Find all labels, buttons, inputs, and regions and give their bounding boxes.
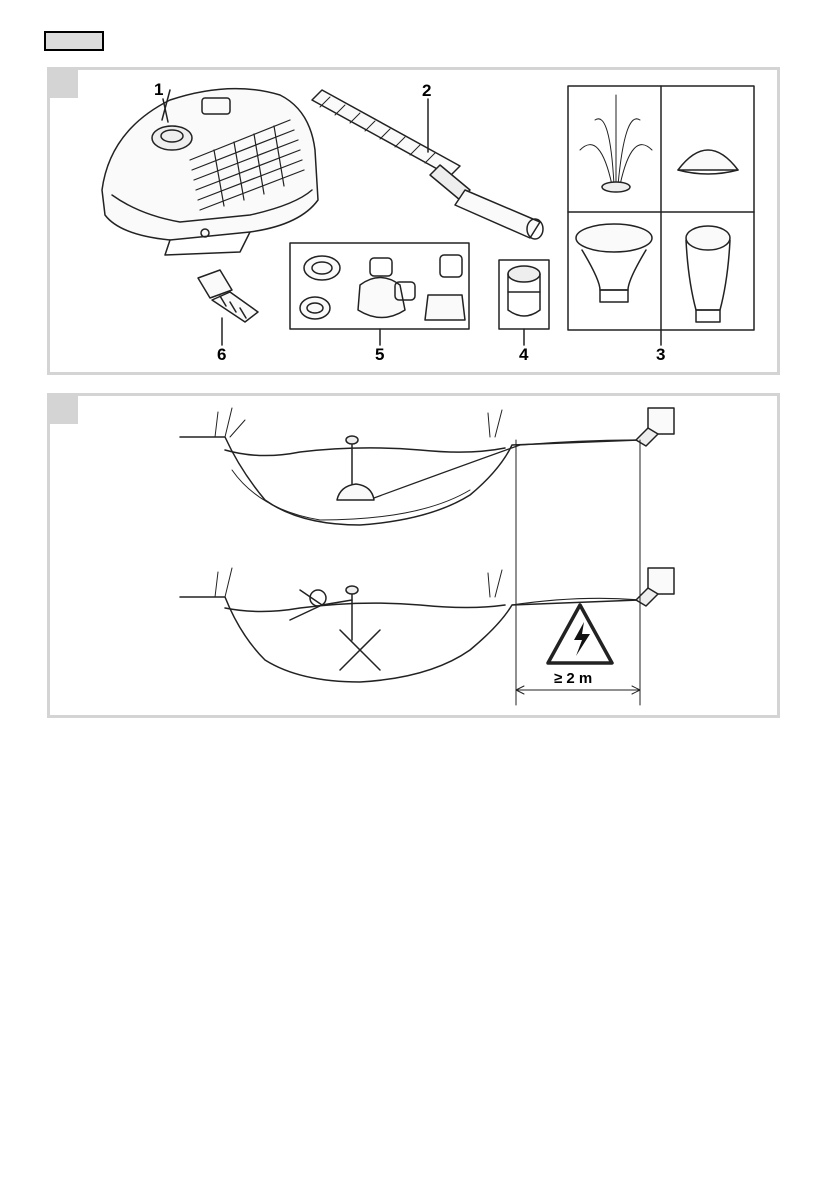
adapter-illustration <box>499 260 549 329</box>
callout-6: 6 <box>217 346 226 363</box>
callout-3: 3 <box>656 346 665 363</box>
pond-scene-correct <box>180 408 674 525</box>
callout-2: 2 <box>422 82 431 99</box>
callout-5: 5 <box>375 346 384 363</box>
pond-scene-prohibited <box>180 568 674 682</box>
callout-4: 4 <box>519 346 528 363</box>
callout-1: 1 <box>154 81 163 98</box>
pump-illustration <box>102 89 318 255</box>
warning-triangle-icon <box>548 605 612 663</box>
hose-connector-illustration <box>198 270 258 322</box>
distance-markers <box>516 440 640 705</box>
distributor-set-illustration <box>290 243 469 329</box>
fountain-nozzles-illustration <box>568 86 754 330</box>
safety-distance-label: ≥ 2 m <box>554 671 592 686</box>
